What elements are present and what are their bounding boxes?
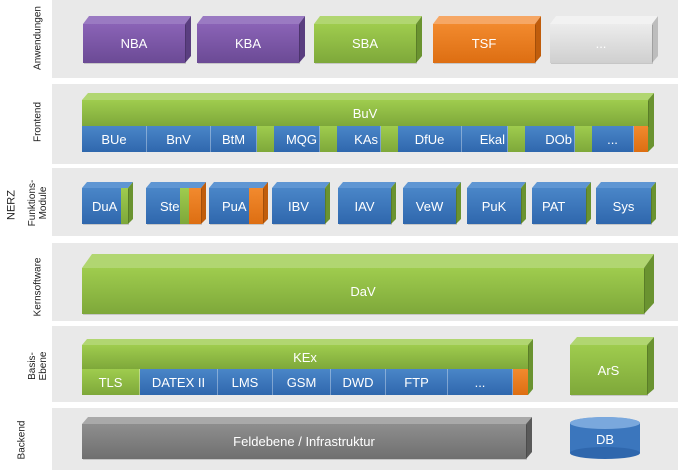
basis-item-tls: TLS	[82, 369, 140, 395]
label-basis: Basis- Ebene	[27, 352, 49, 381]
module-puk: PuK	[467, 188, 521, 224]
frontend-item-more: ...	[592, 126, 634, 152]
frontend-item-dob: DOb	[525, 126, 575, 152]
module-ste-marker-green	[180, 188, 189, 224]
module-iav: IAV	[338, 188, 391, 224]
module-ste-marker-orange	[189, 188, 201, 224]
module-ibv: IBV	[272, 188, 325, 224]
label-funktionsmodule-line1: Funktions-	[27, 179, 38, 227]
module-dua-marker	[121, 188, 128, 224]
basis-items-row: TLS DATEX II LMS GSM DWD FTP ...	[82, 369, 528, 395]
basis-item-lms: LMS	[218, 369, 273, 395]
label-anwendungen: Anwendungen	[32, 6, 44, 70]
app-nba: NBA	[83, 24, 185, 63]
label-backend: Backend	[16, 420, 28, 460]
label-kernsoftware: Kernsoftware	[32, 257, 44, 317]
basis-item-gsm: GSM	[273, 369, 331, 395]
module-sys: Sys	[596, 188, 651, 224]
frontend-item-bnv: BnV	[147, 126, 211, 152]
frontend-item-mqg-marker	[320, 126, 337, 152]
frontend-buv: BuV	[82, 100, 648, 126]
basis-item-ftp: FTP	[386, 369, 448, 395]
frontend-item-dfue: DfUe	[398, 126, 462, 152]
frontend-item-kas-marker	[381, 126, 398, 152]
backend-db: DB	[595, 431, 615, 447]
label-frontend: Frontend	[32, 101, 44, 143]
kernsoftware-dav: DaV	[82, 268, 644, 314]
frontend-item-more-marker	[634, 126, 648, 152]
app-kba: KBA	[197, 24, 299, 63]
module-pat: PAT	[532, 188, 586, 224]
frontend-items-row: BUe BnV BtM MQG KAs DfUe Ekal DOb ...	[82, 126, 648, 152]
label-basis-line1: Basis-	[27, 352, 38, 380]
frontend-item-mqg: MQG	[274, 126, 320, 152]
frontend-item-bue: BUe	[82, 126, 147, 152]
module-vew: VeW	[403, 188, 456, 224]
basis-kex: KEx	[82, 345, 528, 369]
frontend-item-btm: BtM	[211, 126, 257, 152]
frontend-item-ekal: Ekal	[462, 126, 508, 152]
basis-ars: ArS	[570, 345, 647, 395]
basis-item-datex: DATEX II	[140, 369, 218, 395]
backend-feldebene: Feldebene / Infrastruktur	[82, 424, 526, 459]
label-nerz: NERZ	[5, 190, 18, 220]
frontend-item-btm-marker	[257, 126, 274, 152]
label-funktionsmodule: Funktions- Module	[27, 180, 49, 227]
app-more: ...	[550, 24, 652, 63]
basis-item-more: ...	[448, 369, 513, 395]
label-funktionsmodule-line2: Module	[38, 186, 49, 220]
module-dua: DuA	[82, 188, 128, 224]
frontend-item-dob-marker	[575, 126, 592, 152]
frontend-item-ekal-marker	[508, 126, 525, 152]
frontend-item-kas: KAs	[337, 126, 381, 152]
module-pua-marker	[249, 188, 263, 224]
label-basis-line2: Ebene	[38, 351, 49, 381]
basis-item-dwd: DWD	[331, 369, 386, 395]
basis-item-more-marker	[513, 369, 528, 395]
app-sba: SBA	[314, 24, 416, 63]
app-tsf: TSF	[433, 24, 535, 63]
